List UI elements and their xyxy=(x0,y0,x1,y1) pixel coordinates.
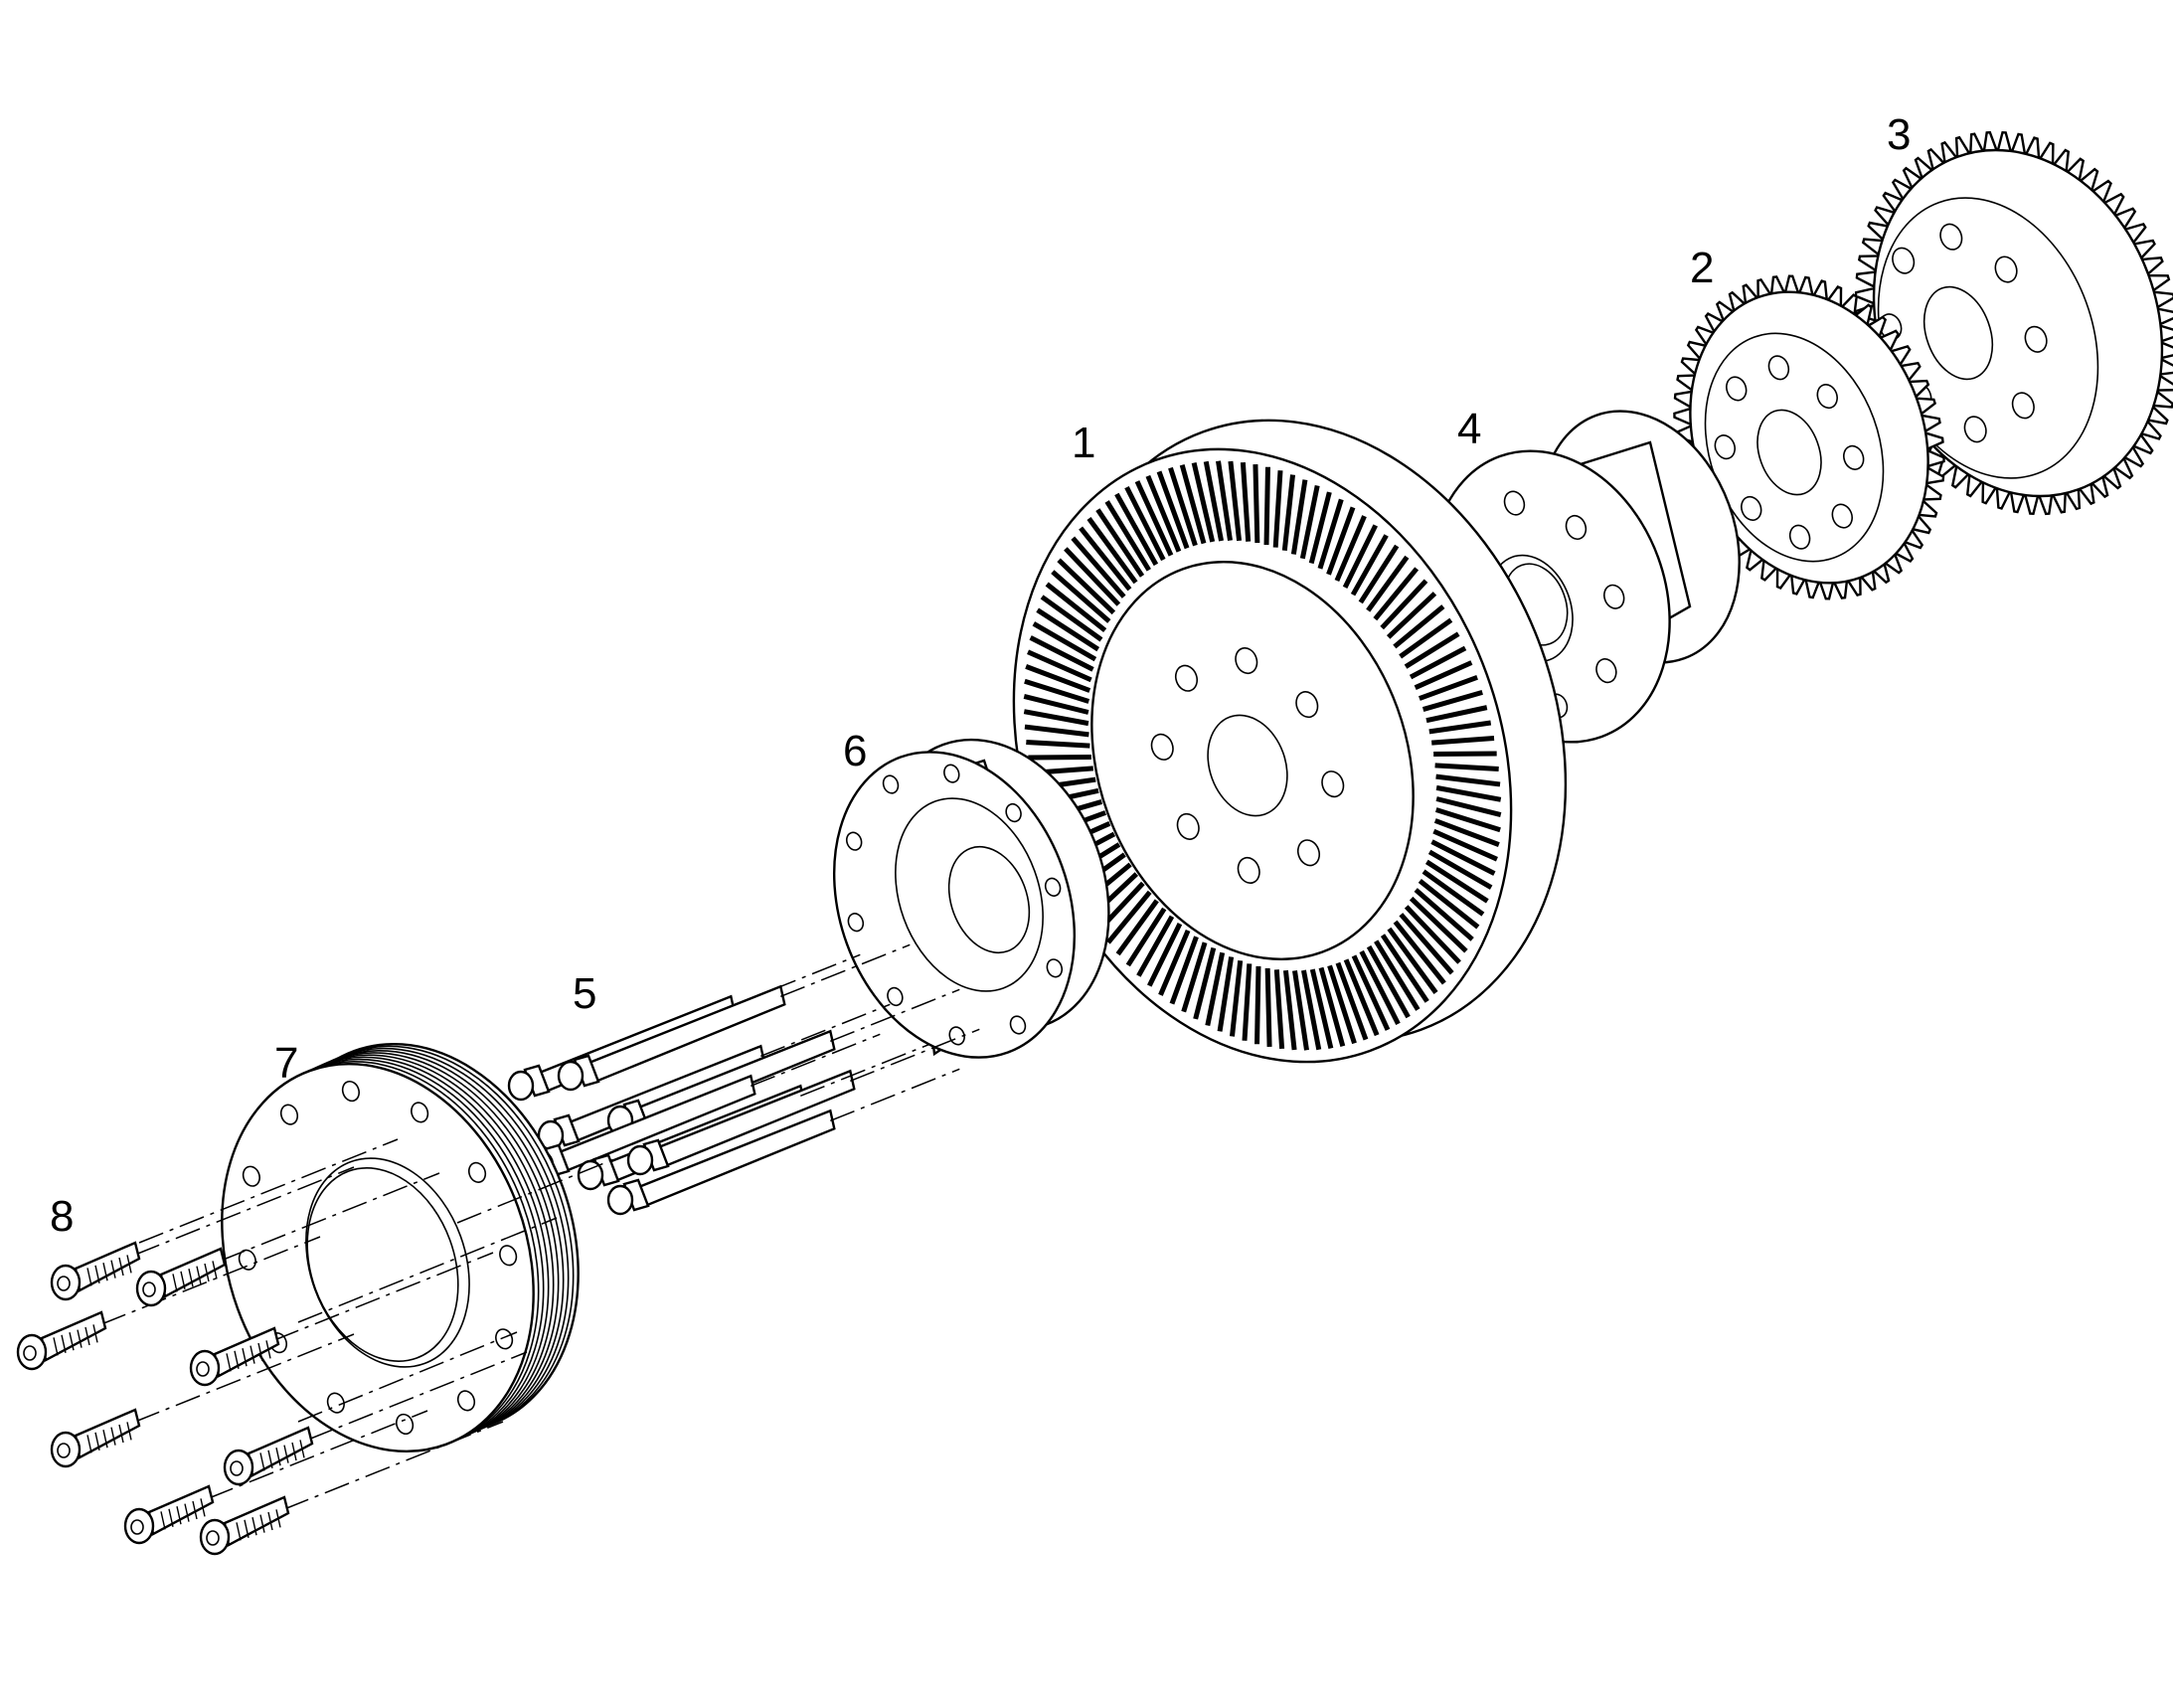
belt-pulley-icon xyxy=(221,1042,580,1453)
callout-2: 2 xyxy=(1690,244,1715,292)
cap-screw xyxy=(50,1241,141,1301)
callout-7: 7 xyxy=(274,1039,299,1088)
cap-screw xyxy=(135,1247,227,1307)
cap-screw xyxy=(123,1484,215,1545)
stud-bolt xyxy=(606,1109,836,1216)
small-gear-icon xyxy=(1673,274,1945,600)
adapter-flange-icon xyxy=(832,738,1110,1059)
cap-screw xyxy=(223,1426,314,1486)
callout-4: 4 xyxy=(1457,405,1482,453)
callout-1: 1 xyxy=(1072,419,1096,467)
callout-6: 6 xyxy=(843,727,868,775)
cap-screw xyxy=(199,1495,290,1556)
cap-screw xyxy=(50,1408,141,1468)
stud-bolts-icon xyxy=(507,984,856,1216)
stud-bolt xyxy=(626,1069,856,1176)
cap-screws-icon xyxy=(16,1241,314,1556)
callout-3: 3 xyxy=(1887,110,1912,159)
callout-8: 8 xyxy=(50,1192,75,1241)
ventilated-disc-icon xyxy=(1012,419,1568,1064)
stud-bolt xyxy=(557,984,786,1092)
cap-screw xyxy=(189,1326,280,1387)
cap-screw xyxy=(16,1310,107,1371)
callout-5: 5 xyxy=(573,969,597,1018)
